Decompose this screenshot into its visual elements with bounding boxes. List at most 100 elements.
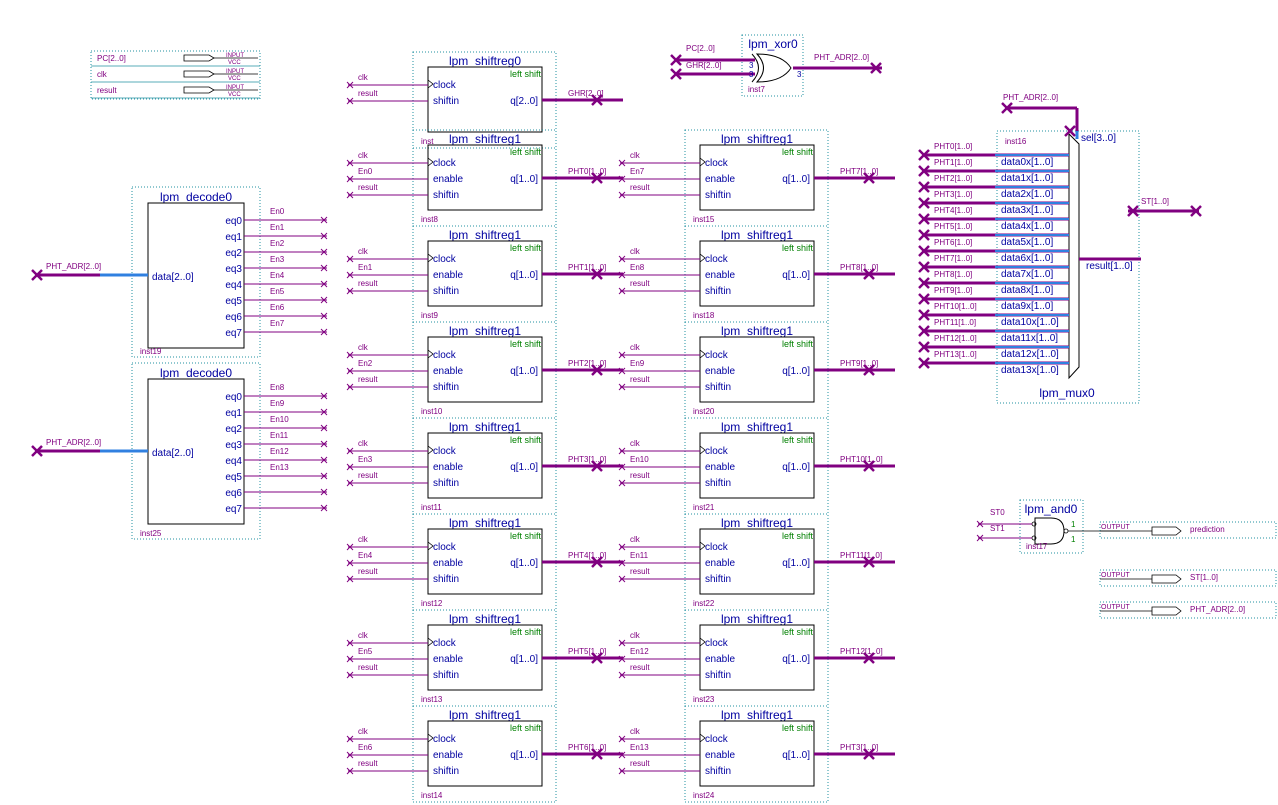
- input-x-icon[interactable]: [618, 479, 626, 487]
- input-x-icon[interactable]: [618, 351, 626, 359]
- output-x-icon[interactable]: [320, 216, 328, 224]
- input-x-icon[interactable]: [918, 261, 930, 273]
- decoder-block[interactable]: lpm_decode0data[2..0]PHT_ADR[2..0]eq0En8…: [31, 362, 328, 540]
- input-x-icon[interactable]: [918, 341, 930, 353]
- output-x-icon[interactable]: [1127, 205, 1139, 217]
- input-x-icon[interactable]: [346, 97, 354, 105]
- input-x-icon[interactable]: [1001, 102, 1013, 114]
- input-x-icon[interactable]: [918, 197, 930, 209]
- output-x-icon[interactable]: [591, 268, 603, 280]
- input-x-icon[interactable]: [346, 767, 354, 775]
- output-x-icon[interactable]: [320, 232, 328, 240]
- input-x-icon[interactable]: [670, 68, 682, 80]
- input-x-icon[interactable]: [918, 229, 930, 241]
- input-x-icon[interactable]: [918, 277, 930, 289]
- input-x-icon[interactable]: [918, 293, 930, 305]
- input-x-icon[interactable]: [618, 639, 626, 647]
- input-x-icon[interactable]: [670, 54, 682, 66]
- input-x-icon[interactable]: [618, 191, 626, 199]
- input-x-icon[interactable]: [346, 559, 354, 567]
- output-x-icon[interactable]: [320, 328, 328, 336]
- input-x-icon[interactable]: [918, 181, 930, 193]
- input-x-icon[interactable]: [346, 463, 354, 471]
- input-x-icon[interactable]: [346, 575, 354, 583]
- input-x-icon[interactable]: [346, 751, 354, 759]
- output-x-icon[interactable]: [863, 364, 875, 376]
- output-x-icon[interactable]: [320, 504, 328, 512]
- input-x-icon[interactable]: [346, 271, 354, 279]
- input-x-icon[interactable]: [976, 534, 984, 542]
- input-x-icon[interactable]: [918, 245, 930, 257]
- output-x-icon[interactable]: [320, 424, 328, 432]
- input-x-icon[interactable]: [31, 269, 43, 281]
- input-x-icon[interactable]: [618, 543, 626, 551]
- input-x-icon[interactable]: [346, 159, 354, 167]
- output-x-icon[interactable]: [591, 172, 603, 184]
- output-x-icon[interactable]: [320, 408, 328, 416]
- input-x-icon[interactable]: [346, 543, 354, 551]
- output-x-icon[interactable]: [591, 556, 603, 568]
- input-x-icon[interactable]: [918, 325, 930, 337]
- input-x-icon[interactable]: [618, 255, 626, 263]
- output-x-icon[interactable]: [320, 312, 328, 320]
- output-x-icon[interactable]: [1190, 205, 1202, 217]
- input-x-icon[interactable]: [618, 767, 626, 775]
- input-x-icon[interactable]: [618, 751, 626, 759]
- output-x-icon[interactable]: [320, 392, 328, 400]
- output-x-icon[interactable]: [591, 748, 603, 760]
- input-x-icon[interactable]: [346, 639, 354, 647]
- input-x-icon[interactable]: [618, 175, 626, 183]
- input-x-icon[interactable]: [346, 81, 354, 89]
- input-x-icon[interactable]: [346, 287, 354, 295]
- input-x-icon[interactable]: [618, 271, 626, 279]
- output-x-icon[interactable]: [320, 440, 328, 448]
- sel-x-icon[interactable]: [1064, 125, 1076, 137]
- input-x-icon[interactable]: [918, 165, 930, 177]
- input-x-icon[interactable]: [346, 447, 354, 455]
- input-x-icon[interactable]: [346, 351, 354, 359]
- output-x-icon[interactable]: [863, 268, 875, 280]
- output-x-icon[interactable]: [870, 62, 882, 74]
- output-x-icon[interactable]: [320, 248, 328, 256]
- mux-block[interactable]: inst16lpm_mux0sel[3..0]PHT_ADR[2..0]data…: [918, 93, 1202, 404]
- output-x-icon[interactable]: [320, 488, 328, 496]
- input-x-icon[interactable]: [618, 287, 626, 295]
- input-x-icon[interactable]: [618, 463, 626, 471]
- output-x-icon[interactable]: [320, 296, 328, 304]
- output-x-icon[interactable]: [591, 460, 603, 472]
- output-x-icon[interactable]: [591, 94, 603, 106]
- input-x-icon[interactable]: [618, 383, 626, 391]
- input-x-icon[interactable]: [346, 175, 354, 183]
- input-x-icon[interactable]: [346, 255, 354, 263]
- input-x-icon[interactable]: [618, 575, 626, 583]
- input-x-icon[interactable]: [618, 559, 626, 567]
- input-x-icon[interactable]: [346, 735, 354, 743]
- output-x-icon[interactable]: [591, 652, 603, 664]
- input-x-icon[interactable]: [918, 149, 930, 161]
- input-x-icon[interactable]: [618, 159, 626, 167]
- input-x-icon[interactable]: [618, 655, 626, 663]
- output-x-icon[interactable]: [320, 472, 328, 480]
- input-x-icon[interactable]: [918, 309, 930, 321]
